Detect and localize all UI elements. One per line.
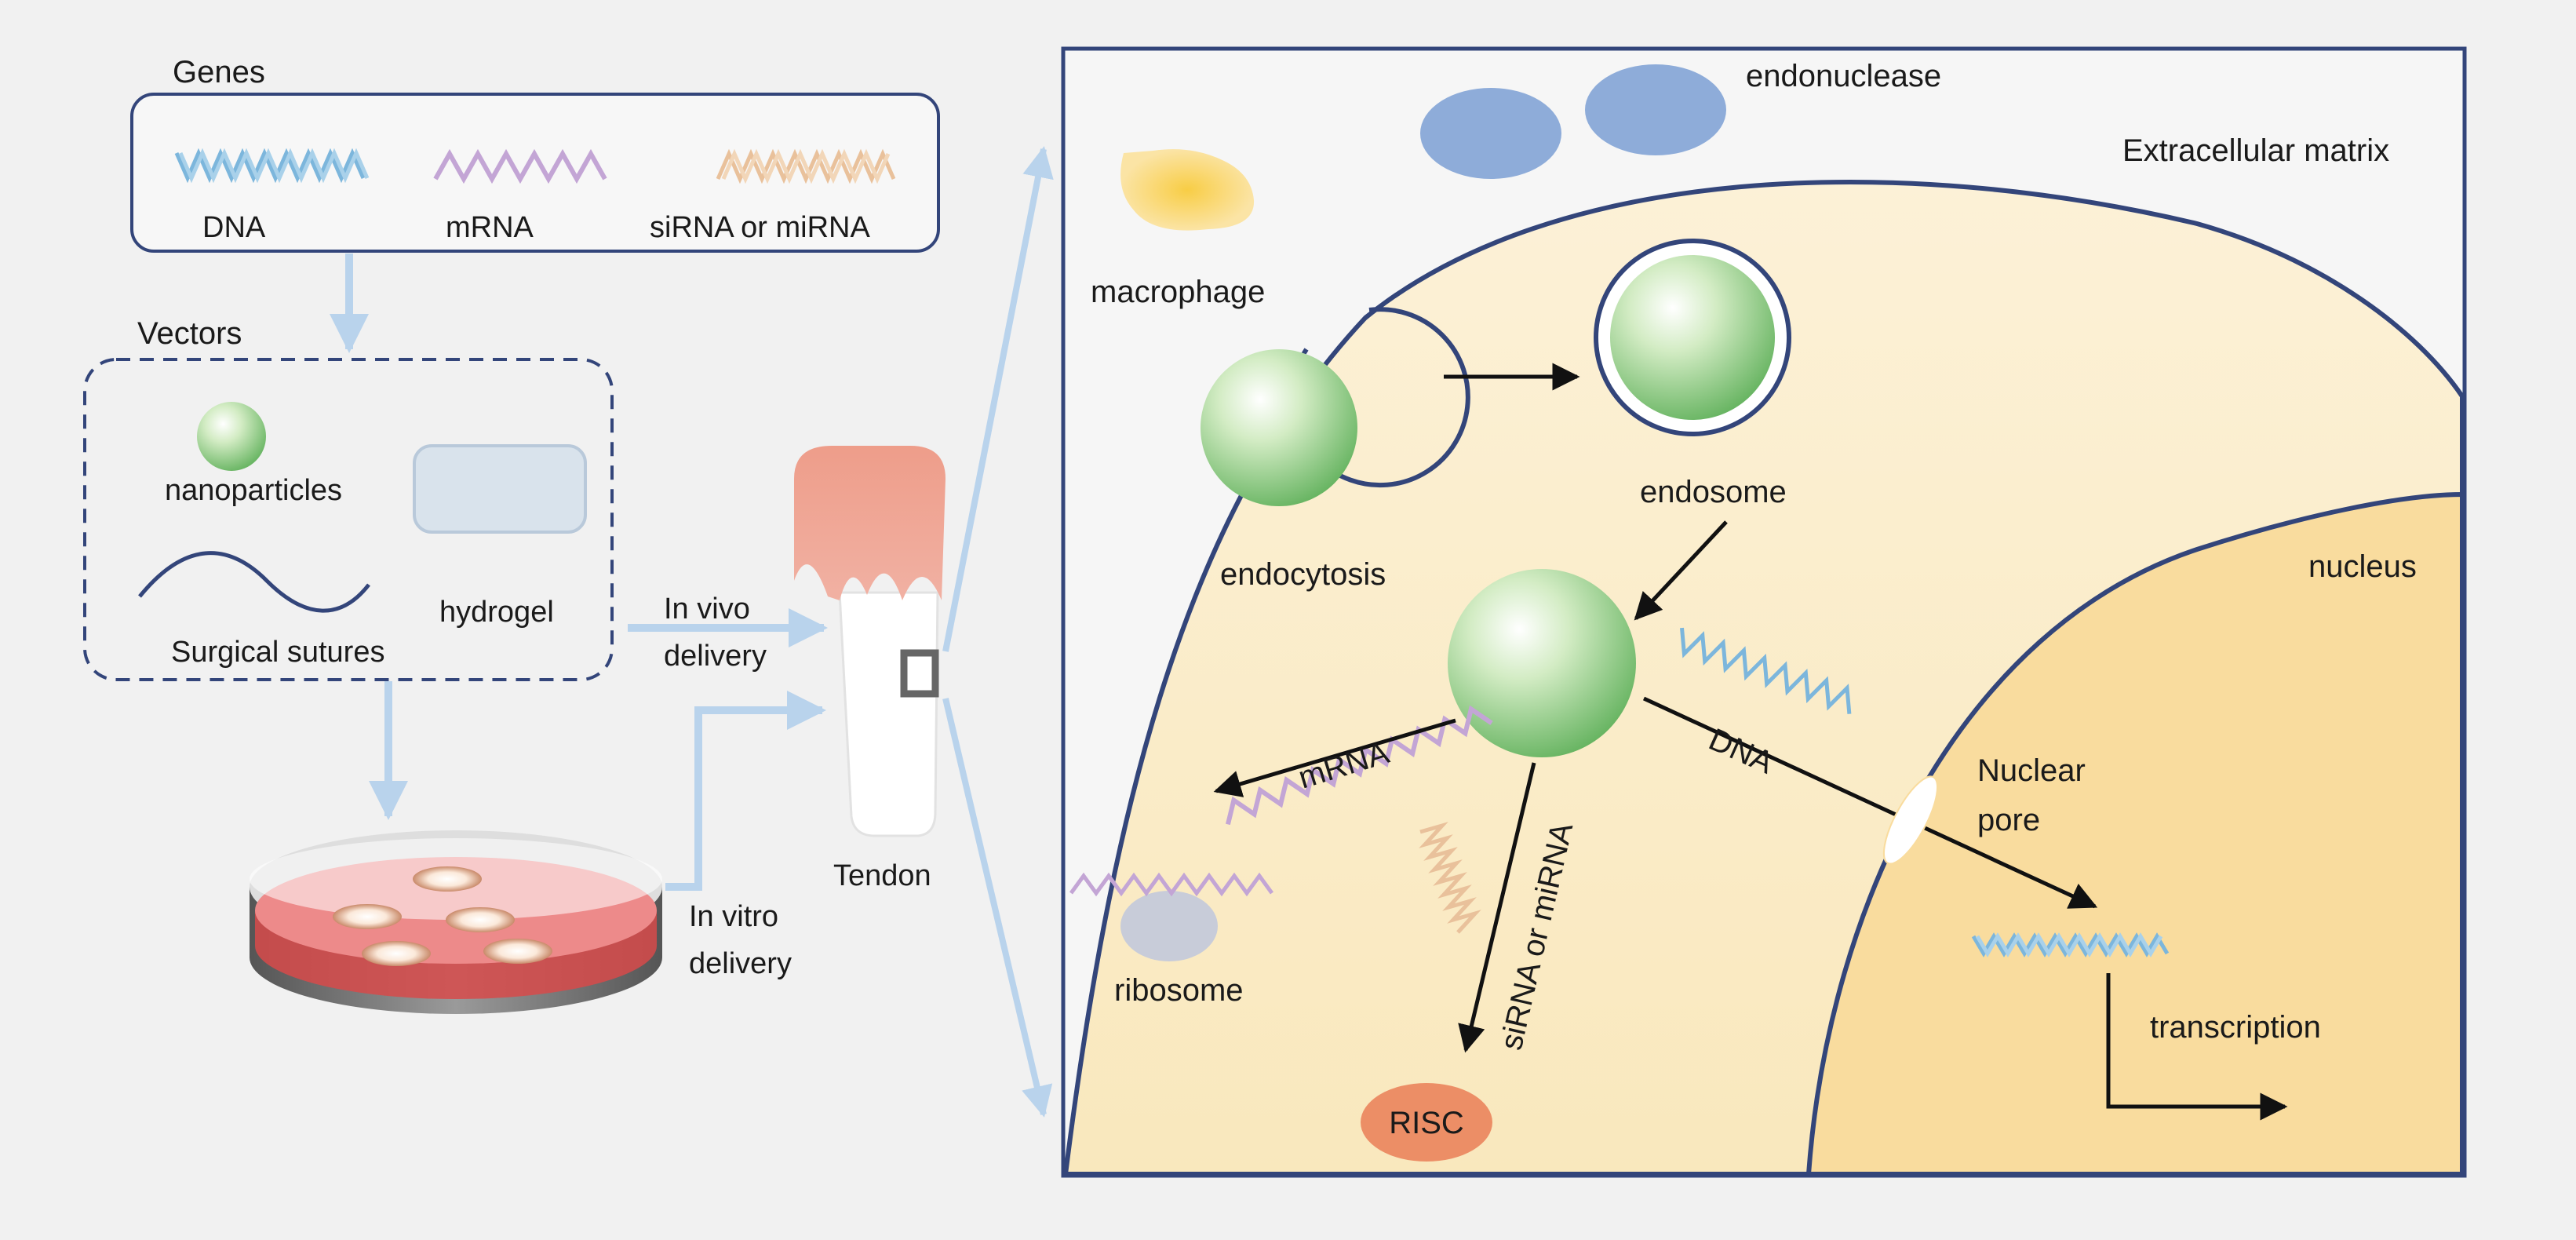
in-vivo-label-2: delivery — [664, 640, 767, 673]
ribosome-mrna-strand — [1069, 872, 1274, 897]
zoom-line-top — [942, 146, 1054, 652]
hydrogel-label: hydrogel — [439, 596, 554, 629]
dna-strand-icon — [174, 148, 370, 184]
risc-label: RISC — [1389, 1106, 1464, 1140]
vectors-title: Vectors — [137, 316, 242, 351]
cultured-cell — [333, 904, 402, 929]
cultured-cell — [483, 939, 552, 964]
cultured-cell — [413, 866, 482, 892]
sirna-strand-icon — [716, 148, 896, 184]
nuclear-pore-label-2: pore — [1977, 803, 2040, 837]
nanoparticle-icon — [197, 402, 266, 471]
hydrogel-icon — [413, 444, 587, 534]
cultured-cell — [446, 907, 515, 932]
arrow-transcription — [2106, 973, 2288, 1121]
arrow-mrna — [1213, 718, 1456, 797]
in-vitro-label-1: In vitro — [689, 900, 778, 933]
cytoplasm-dna-strand — [1680, 627, 1852, 714]
suture-icon — [138, 551, 370, 613]
tendon-icon — [794, 446, 946, 837]
in-vitro-label-2: delivery — [689, 947, 792, 980]
arrow-endosome-to-release — [1634, 520, 1728, 621]
extracellular-matrix-label: Extracellular matrix — [2122, 133, 2389, 168]
nucleus-dna-strand — [1971, 932, 2170, 957]
endocytosis-nanoparticle — [1201, 349, 1357, 506]
arrow-dna — [1642, 696, 2098, 909]
petri-dish — [250, 830, 662, 1014]
macrophage-label: macrophage — [1091, 275, 1265, 309]
tendon-label: Tendon — [833, 859, 931, 892]
nucleus-label: nucleus — [2308, 549, 2417, 584]
endosome-label: endosome — [1640, 475, 1787, 509]
vectors-box — [83, 358, 614, 681]
cell-panel — [1061, 46, 2467, 1178]
mrna-strand-icon — [433, 148, 607, 184]
genes-title: Genes — [173, 55, 265, 89]
ribosome-icon — [1120, 891, 1218, 961]
endonuclease-icon — [1420, 88, 1561, 179]
nuclear-pore-icon — [1882, 775, 1939, 865]
endonuclease-icon — [1585, 64, 1726, 155]
tendon-zoom-box — [900, 649, 939, 698]
genes-sirna-label: siRNA or miRNA — [650, 211, 870, 244]
risc-icon — [1361, 1083, 1492, 1162]
genes-box — [130, 93, 940, 253]
cytoplasm-sirna-strand — [1419, 822, 1481, 934]
genes-dna-label: DNA — [202, 211, 266, 244]
endocytosis-label: endocytosis — [1220, 557, 1386, 592]
cultured-cell — [362, 941, 431, 966]
nanoparticles-label: nanoparticles — [165, 474, 342, 507]
nuclear-pore-label-1: Nuclear — [1977, 753, 2086, 788]
endonuclease-label: endonuclease — [1746, 59, 1941, 93]
arrow-in-vitro — [665, 691, 826, 891]
zoom-line-bottom — [942, 698, 1053, 1118]
cytoplasm-mrna-strand — [1226, 705, 1493, 826]
ribosome-label: ribosome — [1114, 973, 1244, 1008]
genes-mrna-label: mRNA — [446, 211, 534, 244]
arrow-sirna — [1458, 762, 1536, 1053]
macrophage-icon — [1120, 149, 1255, 231]
surgical-sutures-label: Surgical sutures — [171, 636, 384, 669]
in-vivo-label-1: In vivo — [664, 593, 750, 625]
released-nanoparticle — [1448, 569, 1636, 757]
endosome-nanoparticle — [1610, 255, 1775, 420]
nucleus-shape — [1805, 491, 2465, 1176]
transcription-label: transcription — [2150, 1010, 2321, 1045]
